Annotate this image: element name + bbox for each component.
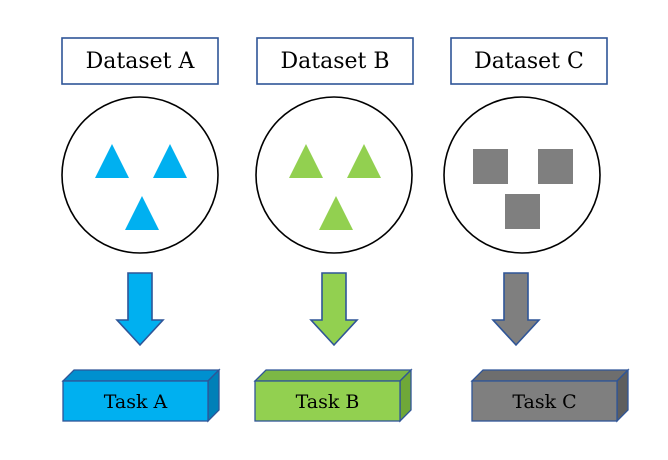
dataset-a-circle	[61, 96, 219, 254]
dataset-b-triangle-icon-2	[347, 144, 381, 178]
task-b-label: Task B	[296, 391, 360, 413]
task-c-label: Task C	[512, 391, 576, 413]
task-c-block	[471, 380, 618, 422]
dataset-a-triangle-icon-3	[125, 196, 159, 230]
dataset-b-label: Dataset B	[280, 49, 389, 74]
dataset-b-triangle-icon-3	[319, 196, 353, 230]
task-b-block	[254, 380, 401, 422]
dataset-a-label: Dataset A	[86, 49, 196, 74]
task-a-block	[62, 380, 209, 422]
dataset-c-square-icon-2	[538, 149, 573, 184]
dataset-c-label: Dataset C	[474, 49, 584, 74]
dataset-a-triangle-icon-2	[153, 144, 187, 178]
dataset-a-triangle-icon-1	[95, 144, 129, 178]
dataset-b-label-box	[256, 37, 414, 85]
dataset-c-label-box	[450, 37, 608, 85]
arrow-down-b-icon	[309, 272, 359, 347]
dataset-b-circle	[255, 96, 413, 254]
dataset-c-square-icon-3	[505, 194, 540, 229]
task-b-block-top	[253, 369, 413, 382]
dataset-a-label-box	[61, 37, 219, 85]
task-a-block-top	[61, 369, 221, 382]
dataset-c-circle	[443, 96, 601, 254]
task-c-block-top	[470, 369, 630, 382]
arrow-down-c-icon	[491, 272, 541, 347]
dataset-b-triangle-icon-1	[289, 144, 323, 178]
task-a-label: Task A	[104, 391, 168, 413]
arrow-down-a-icon	[115, 272, 165, 347]
dataset-c-square-icon-1	[473, 149, 508, 184]
